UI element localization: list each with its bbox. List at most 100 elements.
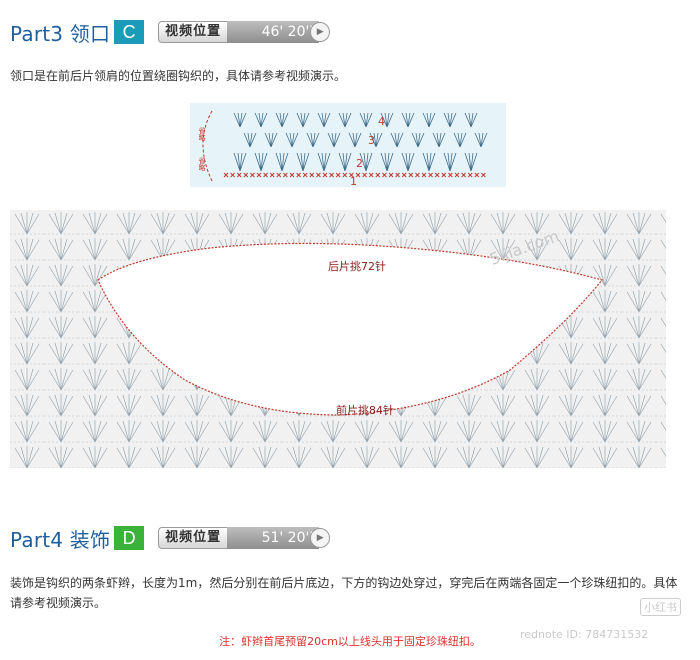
fan-stitch [254, 112, 268, 128]
fan-stitch [422, 112, 436, 128]
x-stitch [250, 172, 255, 178]
fan-stitch [327, 132, 341, 148]
fan-stitch [401, 152, 415, 172]
x-stitch [388, 172, 394, 178]
x-stitch [474, 172, 480, 178]
x-stitch [243, 172, 249, 178]
part3-video-position[interactable]: 视频位置 46' 20'' ▶ [158, 21, 331, 43]
x-stitch [223, 172, 229, 178]
fan-stitch [306, 132, 320, 148]
x-stitch [434, 172, 440, 178]
x-stitch [236, 172, 242, 178]
fan-stitch [359, 112, 373, 128]
x-stitch [309, 172, 315, 178]
x-stitch [263, 172, 268, 178]
play-icon[interactable]: ▶ [310, 22, 331, 42]
x-stitch [316, 172, 321, 178]
x-stitch [256, 172, 262, 178]
fan-stitch [359, 152, 373, 172]
fan-stitch [380, 152, 394, 172]
row-label-2: 2 [356, 157, 363, 170]
part3-header: Part3 领口 C 视频位置 46' 20'' ▶ [10, 17, 331, 47]
stitch-diagram-small: 省略 省略 4 3 2 1 [190, 103, 506, 188]
fan-stitch [296, 152, 310, 172]
fan-stitch [317, 152, 331, 172]
neckline-chart-svg: 后片挑72针 前片挑84针 [10, 210, 666, 468]
fan-stitch [233, 152, 247, 172]
fan-stitch [275, 112, 289, 128]
front-pick-label: 前片挑84针 [336, 403, 394, 417]
x-stitch [355, 172, 361, 178]
omit-label-bottom: 省略 [198, 156, 206, 172]
fan-stitch [369, 132, 383, 148]
fan-stitch [464, 112, 478, 128]
part4-badge: D [114, 526, 145, 550]
x-stitch [382, 172, 387, 178]
fan-stitch [464, 152, 478, 172]
fan-stitch [296, 112, 310, 128]
fan-stitch [390, 132, 404, 148]
video-time: 51' 20'' [227, 527, 320, 549]
x-stitch [322, 172, 328, 178]
fan-stitch [443, 152, 457, 172]
fan-stitch [317, 112, 331, 128]
fan-stitch [380, 112, 394, 128]
x-stitch [448, 172, 453, 178]
fan-stitch [422, 152, 436, 172]
stitch-diagram-svg: 省略 省略 4 3 2 1 [198, 110, 488, 188]
fan-stitch [254, 152, 268, 172]
x-stitch [283, 172, 288, 178]
part4-header: Part4 装饰 D 视频位置 51' 20'' ▶ [10, 523, 331, 553]
x-stitch [329, 172, 334, 178]
x-stitch [368, 172, 374, 178]
part4-note: 注：虾辫首尾预留20cm以上线头用于固定珍珠纽扣。 [219, 635, 481, 648]
x-stitch [441, 172, 447, 178]
x-stitch [408, 172, 414, 178]
brand-watermark: 小红书 [640, 598, 681, 616]
x-stitch [289, 172, 295, 178]
x-stitch [428, 172, 433, 178]
omit-label-top: 省略 [198, 126, 206, 142]
x-stitch [481, 172, 486, 178]
x-stitch [302, 172, 308, 178]
row-label-4: 4 [378, 115, 385, 128]
x-stitch [342, 172, 348, 178]
fan-stitch [264, 132, 278, 148]
id-watermark: rednote ID: 784731532 [520, 628, 649, 641]
x-stitch [230, 172, 235, 178]
part3-description: 领口是在前后片领肩的位置绕圈钩织的，具体请参考视频演示。 [10, 69, 347, 83]
fan-stitch [285, 132, 299, 148]
fan-stitch [338, 152, 352, 172]
x-stitch [362, 172, 367, 178]
fan-stitch [243, 132, 257, 148]
fan-stitch [443, 112, 457, 128]
fan-stitch [338, 112, 352, 128]
row-label-1: 1 [350, 175, 357, 187]
fan-stitch [401, 112, 415, 128]
x-stitch [467, 172, 473, 178]
x-stitch [349, 172, 354, 178]
x-stitch [335, 172, 341, 178]
back-pick-label: 后片挑72针 [328, 259, 386, 273]
part4-description: 装饰是钩织的两条虾辫，长度为1m，然后分别在前后片底边，下方的钩边处穿过，穿完后… [10, 576, 678, 610]
video-time: 46' 20'' [227, 21, 320, 43]
fan-stitch [474, 132, 488, 148]
x-stitch [296, 172, 301, 178]
fan-stitch [275, 152, 289, 172]
neckline-chart: 后片挑72针 前片挑84针 [10, 210, 666, 468]
part4-video-position[interactable]: 视频位置 51' 20'' ▶ [158, 527, 331, 549]
play-icon[interactable]: ▶ [310, 528, 331, 548]
x-stitch [454, 172, 460, 178]
part4-title: Part4 装饰 [10, 527, 111, 552]
video-position-label: 视频位置 [158, 527, 228, 549]
fan-stitch [411, 132, 425, 148]
fan-stitch [432, 132, 446, 148]
video-position-label: 视频位置 [158, 21, 228, 43]
x-stitch [269, 172, 275, 178]
part3-title: Part3 领口 [10, 21, 111, 46]
fan-stitch [348, 132, 362, 148]
x-stitch [401, 172, 407, 178]
fan-stitch [453, 132, 467, 148]
x-stitch [395, 172, 400, 178]
part3-badge: C [114, 20, 145, 44]
